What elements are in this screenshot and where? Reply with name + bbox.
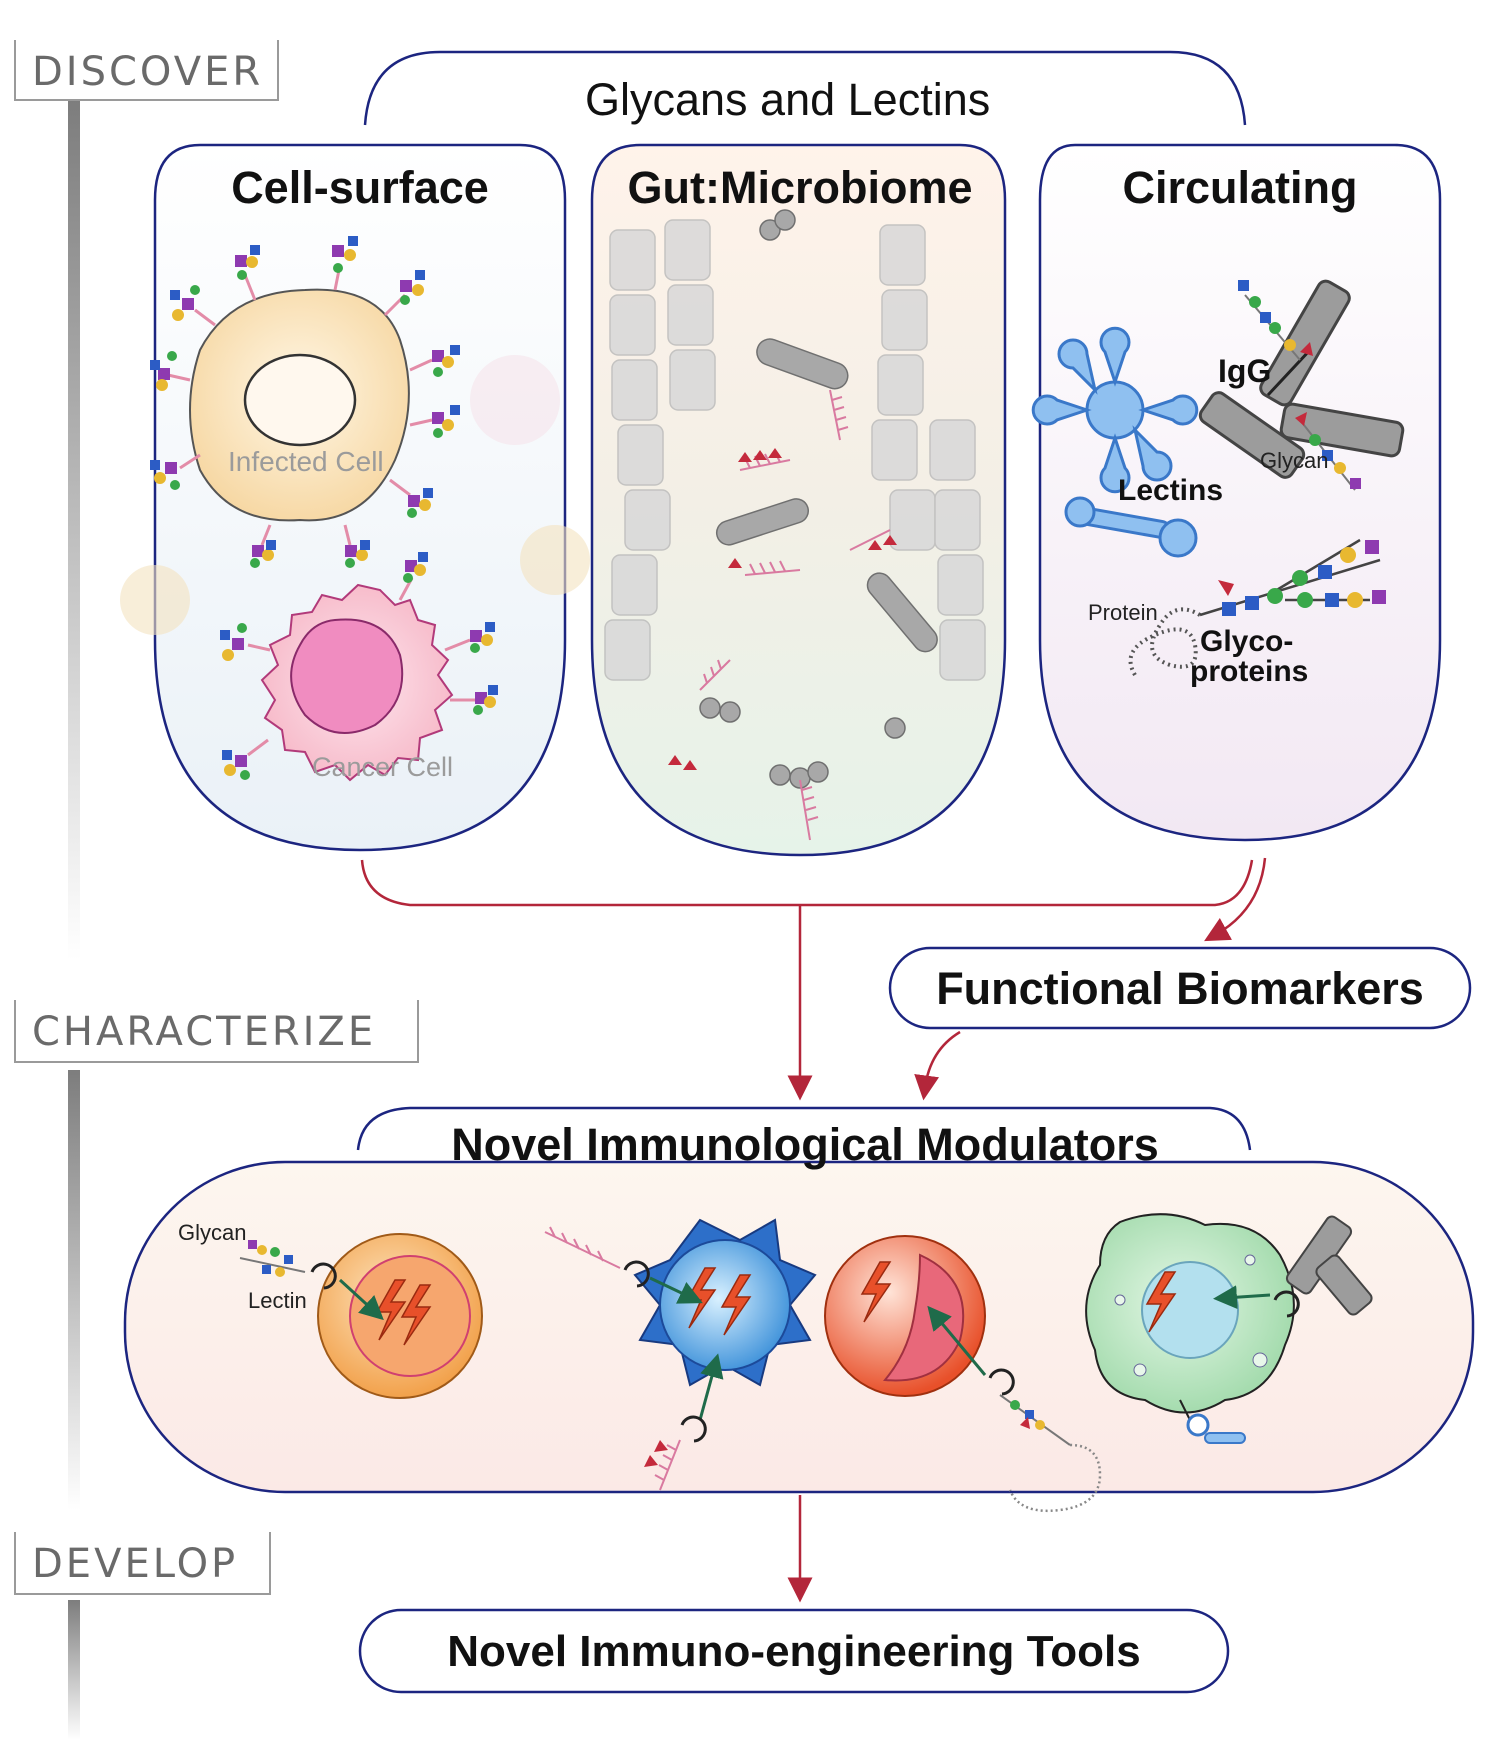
arrow-to-biomarkers — [1204, 857, 1267, 942]
top-group-bracket — [363, 50, 1247, 126]
igg-label: IgG — [1218, 353, 1272, 389]
igg-antibody-icon — [1198, 279, 1405, 479]
gut-title: Gut:Microbiome — [627, 162, 973, 213]
gut-bacteria — [699, 209, 938, 789]
functional-biomarkers-pill — [888, 946, 1472, 1030]
modulator-glycan-label: Glycan — [178, 1220, 247, 1245]
green-macrophage-cell — [1085, 1213, 1373, 1444]
stage-label-characterize: CHARACTERIZE — [32, 1009, 377, 1055]
modulator-lectin-label: Lectin — [248, 1288, 307, 1313]
functional-biomarkers-label: Functional Biomarkers — [936, 963, 1424, 1014]
glycoprotein-icon — [1128, 538, 1386, 677]
lectins-label: Lectins — [1118, 474, 1224, 507]
igg-glycan-chains — [1238, 280, 1361, 491]
cell-surface-glycans — [120, 236, 590, 780]
lectin-flower-icon — [1031, 326, 1199, 494]
panels-bottom-bracket — [360, 859, 1254, 907]
modulator-glycan-chain — [239, 1240, 306, 1277]
cell-surface-title: Cell-surface — [231, 162, 489, 213]
protein-label: Protein — [1088, 600, 1158, 625]
timeline-bar-discover — [68, 100, 80, 960]
timeline-bar-characterize — [68, 1070, 80, 1510]
glycoproteins-label-line2: proteins — [1190, 655, 1309, 688]
gut-glycan-branches — [699, 389, 891, 841]
discover-label-frame — [14, 40, 279, 101]
circulating-panel — [1038, 143, 1442, 842]
tools-label: Novel Immuno-engineering Tools — [447, 1627, 1141, 1676]
gut-epithelium — [604, 219, 986, 681]
characterize-label-frame — [14, 1000, 419, 1063]
red-granulocyte-cell — [824, 1235, 1102, 1513]
igg-glycan-label: Glycan — [1260, 448, 1329, 473]
gut-red-triangles — [668, 448, 897, 770]
orange-immune-cell — [310, 1233, 483, 1399]
modulators-bracket — [356, 1106, 1252, 1151]
modulators-title: Novel Immunological Modulators — [451, 1119, 1159, 1170]
lectin-wrench-icon — [1064, 496, 1198, 558]
glycoproteins-label-line1: Glyco- — [1200, 625, 1294, 658]
infected-cell-label: Infected Cell — [228, 446, 384, 477]
cancer-cell-label: Cancer Cell — [312, 752, 454, 782]
top-group-title: Glycans and Lectins — [585, 74, 991, 125]
blue-dendritic-cell — [544, 1218, 817, 1491]
develop-label-frame — [14, 1532, 271, 1595]
infected-cell — [189, 288, 410, 522]
cancer-cell — [260, 583, 454, 782]
arrow-biomarkers-to-modulators — [914, 1030, 961, 1101]
stage-label-develop: DEVELOP — [32, 1541, 239, 1587]
timeline-bar-develop — [68, 1600, 80, 1740]
stage-label-discover: DISCOVER — [32, 49, 264, 95]
tools-pill — [358, 1608, 1230, 1694]
circulating-title: Circulating — [1122, 162, 1358, 213]
